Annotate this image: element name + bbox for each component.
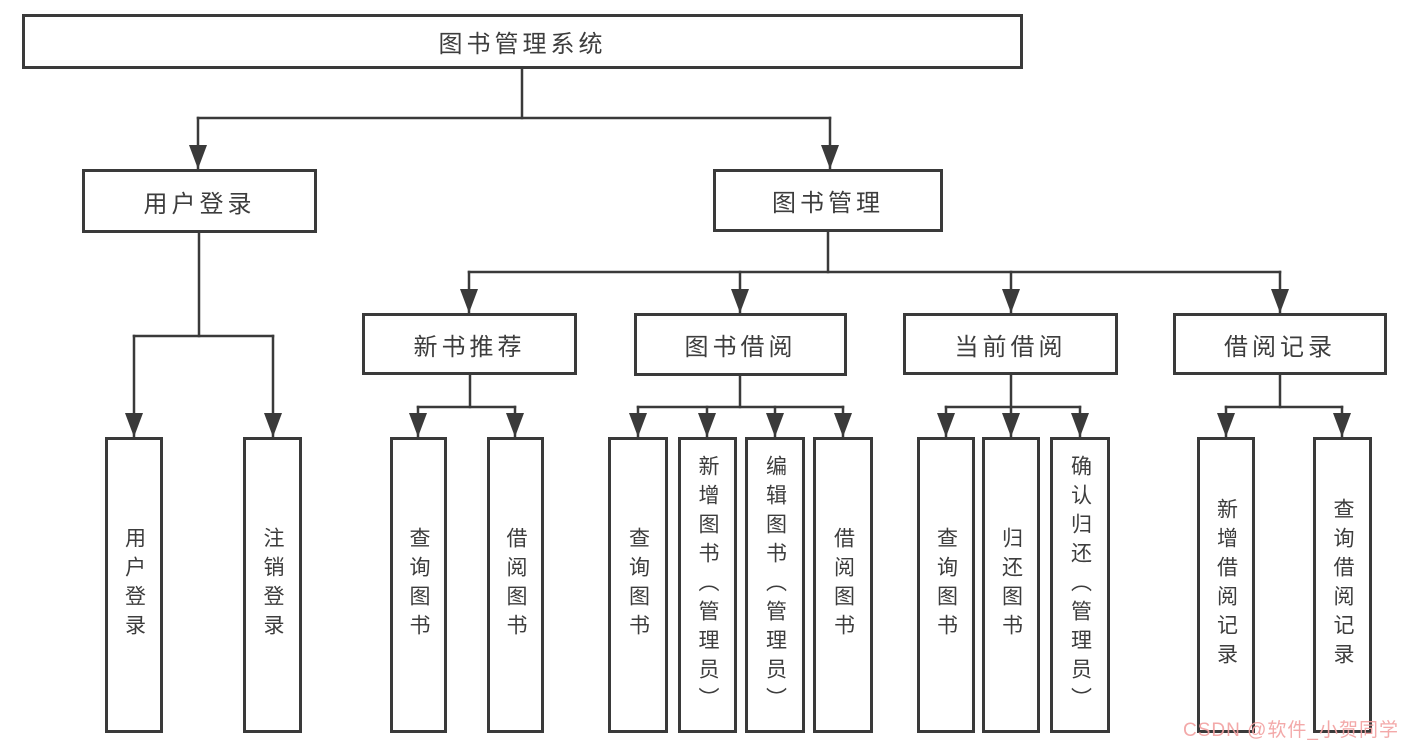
- leaf-edit-books-admin-label: 编辑图书（管理员）: [763, 454, 787, 716]
- leaf-edit-books-admin: 编辑图书（管理员）: [745, 437, 805, 733]
- leaf-add-books-admin-label: 新增图书（管理员）: [696, 454, 719, 716]
- leaf-query-books-recommend-label: 查询图书: [407, 527, 430, 643]
- leaf-query-borrow-record-label: 查询借阅记录: [1331, 498, 1354, 672]
- node-user-login: 用户登录: [82, 169, 317, 233]
- leaf-borrow-books-label: 借阅图书: [831, 527, 855, 643]
- node-book-management: 图书管理: [713, 169, 943, 232]
- node-borrow-records: 借阅记录: [1173, 313, 1387, 375]
- leaf-confirm-return-admin-label: 确认归还（管理员）: [1068, 454, 1092, 716]
- node-book-borrow: 图书借阅: [634, 313, 847, 376]
- leaf-query-books-borrow: 查询图书: [608, 437, 668, 733]
- leaf-query-books-current: 查询图书: [917, 437, 975, 733]
- node-new-book-recommend-label: 新书推荐: [413, 333, 526, 361]
- node-current-borrow-label: 当前借阅: [954, 333, 1067, 361]
- leaf-borrow-books-recommend: 借阅图书: [487, 437, 544, 733]
- csdn-watermark: CSDN @软件_小贺同学: [1183, 720, 1399, 741]
- leaf-borrow-books-recommend-label: 借阅图书: [504, 527, 527, 643]
- node-new-book-recommend: 新书推荐: [362, 313, 577, 375]
- node-book-management-label: 图书管理: [772, 190, 884, 217]
- node-user-login-label: 用户登录: [143, 190, 256, 218]
- leaf-add-borrow-record-label: 新增借阅记录: [1214, 498, 1238, 672]
- node-root-label: 图书管理系统: [438, 31, 607, 58]
- leaf-logout-label: 注销登录: [261, 527, 284, 643]
- leaf-user-login-label: 用户登录: [122, 527, 146, 643]
- node-borrow-records-label: 借阅记录: [1224, 333, 1336, 361]
- leaf-query-books-recommend: 查询图书: [390, 437, 447, 733]
- leaf-borrow-books: 借阅图书: [813, 437, 873, 733]
- leaf-confirm-return-admin: 确认归还（管理员）: [1050, 437, 1110, 733]
- leaf-return-books: 归还图书: [982, 437, 1040, 733]
- leaf-return-books-label: 归还图书: [999, 527, 1023, 643]
- leaf-add-books-admin: 新增图书（管理员）: [678, 437, 737, 733]
- node-book-borrow-label: 图书借阅: [684, 334, 797, 361]
- leaf-add-borrow-record: 新增借阅记录: [1197, 437, 1255, 733]
- leaf-query-books-borrow-label: 查询图书: [626, 527, 650, 643]
- leaf-query-books-current-label: 查询图书: [934, 527, 958, 643]
- leaf-logout: 注销登录: [243, 437, 302, 733]
- leaf-query-borrow-record: 查询借阅记录: [1313, 437, 1372, 733]
- leaf-user-login: 用户登录: [105, 437, 163, 733]
- node-root-library-system: 图书管理系统: [22, 14, 1023, 69]
- node-current-borrow: 当前借阅: [903, 313, 1118, 375]
